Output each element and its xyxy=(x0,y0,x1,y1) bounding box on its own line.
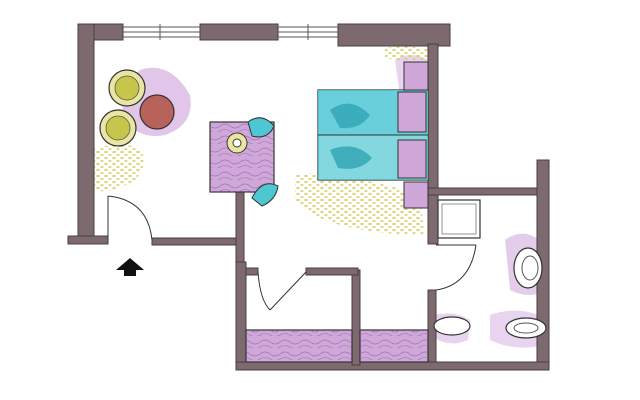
double-bed xyxy=(317,89,429,181)
wardrobe xyxy=(245,329,353,363)
shower xyxy=(437,199,481,239)
sink xyxy=(505,317,547,339)
round-table xyxy=(139,94,175,130)
nightstand xyxy=(403,61,429,91)
windows xyxy=(123,24,338,40)
wardrobe xyxy=(359,329,429,363)
chair xyxy=(247,117,275,138)
armchair xyxy=(108,69,146,107)
up-arrow-icon xyxy=(116,258,144,276)
toilet xyxy=(513,247,543,289)
floor-texture xyxy=(92,46,430,235)
desk xyxy=(209,121,275,193)
nightstand xyxy=(403,181,429,209)
walls xyxy=(67,23,550,371)
armchair xyxy=(99,109,137,147)
doors xyxy=(107,195,477,311)
bathtub xyxy=(433,316,471,336)
chair xyxy=(251,183,279,207)
